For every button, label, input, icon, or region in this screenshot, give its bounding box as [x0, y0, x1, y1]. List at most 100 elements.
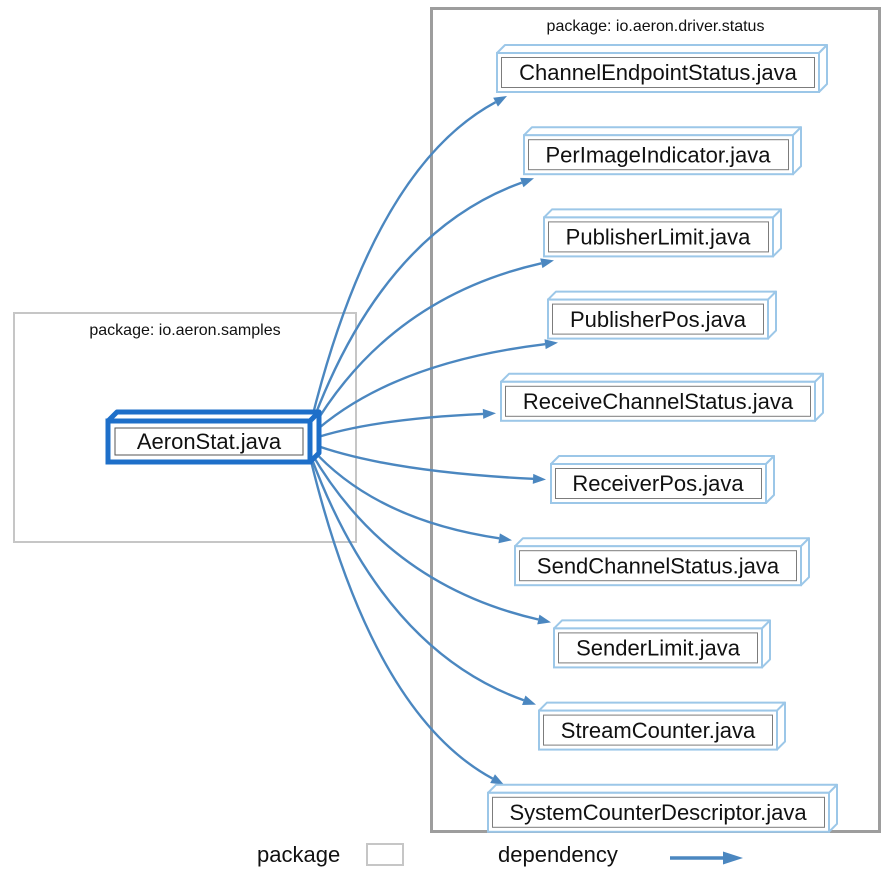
node-label: PublisherLimit.java: [566, 225, 751, 250]
node-sendchannelstatus-java[interactable]: SendChannelStatus.java: [514, 537, 810, 587]
edge-arrowhead: [482, 408, 496, 419]
dependency-arrow-icon: [670, 851, 743, 865]
edge-curve: [309, 262, 542, 432]
node-inner-frame: [505, 385, 811, 417]
node-systemcounterdescriptor-java[interactable]: SystemCounterDescriptor.java: [487, 783, 838, 833]
node-side-face: [776, 701, 786, 751]
legend-package-label: package: [257, 842, 341, 867]
node-side-face: [818, 44, 828, 93]
edge-aeronstat-java-to-systemcounterdescriptor-java: [309, 460, 504, 785]
node-senderlimit-java[interactable]: SenderLimit.java: [553, 619, 771, 669]
edge-aeronstat-java-to-perimageindicator-java: [309, 177, 534, 427]
node-label: ChannelEndpointStatus.java: [519, 60, 797, 85]
node-channelendpointstatus-java[interactable]: ChannelEndpointStatus.java: [496, 44, 828, 93]
node-front-face: [553, 627, 763, 669]
node-side-face: [765, 455, 775, 504]
edge-aeronstat-java-to-publisherpos-java: [310, 339, 558, 436]
edge-curve: [309, 451, 539, 621]
node-front-face: [550, 463, 767, 504]
node-side-face: [800, 537, 810, 587]
node-label: ReceiveChannelStatus.java: [523, 389, 794, 414]
node-front-face: [547, 298, 769, 340]
edge-curve: [310, 342, 546, 436]
node-inner-frame: [501, 57, 815, 88]
package-legend-swatch: [366, 843, 404, 866]
node-top-face: [500, 372, 824, 383]
node-perimageindicator-java[interactable]: PerImageIndicator.java: [523, 126, 802, 176]
node-inner-frame: [543, 714, 773, 746]
package-title-samples: package: io.aeron.samples: [89, 322, 281, 339]
edge-arrowhead: [520, 177, 534, 188]
node-aeronstat-java[interactable]: AeronStat.java: [105, 409, 322, 465]
edge-curve: [309, 456, 525, 702]
edge-curve: [310, 447, 500, 540]
node-inner-frame: [558, 632, 758, 664]
edge-arrowhead: [544, 339, 558, 350]
edge-arrowhead: [498, 533, 512, 544]
node-side-face: [767, 290, 777, 340]
node-front-face: [523, 134, 794, 176]
edge-curve: [309, 101, 497, 423]
edge-curve: [310, 412, 484, 441]
node-top-face: [543, 208, 782, 219]
node-front-face: [538, 709, 778, 751]
node-front-face: [500, 380, 816, 422]
edge-arrowhead: [540, 258, 554, 269]
node-side-face: [814, 372, 824, 422]
node-label: SendChannelStatus.java: [537, 553, 780, 578]
node-inner-frame: [492, 796, 825, 828]
node-side-face: [761, 619, 771, 669]
edge-arrowhead: [532, 473, 546, 484]
node-top-face: [487, 783, 838, 794]
node-publisherpos-java[interactable]: PublisherPos.java: [547, 290, 777, 340]
node-inner-frame: [114, 427, 304, 456]
node-top-face: [538, 701, 786, 712]
node-side-face: [828, 783, 838, 833]
node-receiverpos-java[interactable]: ReceiverPos.java: [550, 455, 775, 504]
edge-aeronstat-java-to-senderlimit-java: [309, 451, 551, 625]
edge-aeronstat-java-to-sendchannelstatus-java: [310, 447, 512, 544]
node-front-face: [514, 545, 802, 587]
node-top-face: [550, 455, 775, 465]
node-side-face: [772, 208, 782, 258]
node-label: StreamCounter.java: [561, 718, 756, 743]
edge-aeronstat-java-to-streamcounter-java: [309, 456, 536, 705]
edge-arrowhead: [490, 774, 504, 785]
node-inner-frame: [528, 139, 789, 171]
node-publisherlimit-java[interactable]: PublisherLimit.java: [543, 208, 782, 258]
package-title-driver-status: package: io.aeron.driver.status: [546, 18, 765, 35]
edge-arrowhead: [522, 695, 536, 705]
node-top-face: [514, 537, 810, 548]
edge-aeronstat-java-to-channelendpointstatus-java: [309, 96, 507, 423]
node-label: SystemCounterDescriptor.java: [509, 800, 807, 825]
edge-curve: [309, 460, 494, 780]
node-top-face: [553, 619, 771, 630]
node-receivechannelstatus-java[interactable]: ReceiveChannelStatus.java: [500, 372, 824, 422]
node-front-face: [543, 216, 774, 258]
node-inner-frame: [552, 303, 764, 335]
edge-arrowhead: [537, 614, 551, 625]
node-inner-frame: [548, 221, 769, 253]
node-front-face: [496, 52, 820, 93]
edge-curve: [310, 442, 534, 481]
node-label: PerImageIndicator.java: [545, 142, 771, 167]
edge-curve: [309, 181, 523, 427]
node-inner-frame: [555, 468, 762, 499]
node-streamcounter-java[interactable]: StreamCounter.java: [538, 701, 786, 751]
dependency-arrow-head: [723, 851, 743, 865]
dependency-edges: [309, 96, 558, 785]
node-label: ReceiverPos.java: [572, 471, 744, 496]
node-top-face: [523, 126, 802, 137]
edge-arrowhead: [493, 96, 507, 107]
node-label: PublisherPos.java: [570, 307, 747, 332]
node-inner-frame: [519, 550, 797, 582]
edge-aeronstat-java-to-receiverpos-java: [310, 442, 546, 484]
class-nodes: ChannelEndpointStatus.javaPerImageIndica…: [105, 44, 838, 833]
node-front-face: [487, 791, 830, 833]
node-top-face: [547, 290, 777, 301]
node-side-face: [792, 126, 802, 176]
edge-aeronstat-java-to-receivechannelstatus-java: [310, 408, 496, 441]
node-label: AeronStat.java: [137, 429, 282, 454]
